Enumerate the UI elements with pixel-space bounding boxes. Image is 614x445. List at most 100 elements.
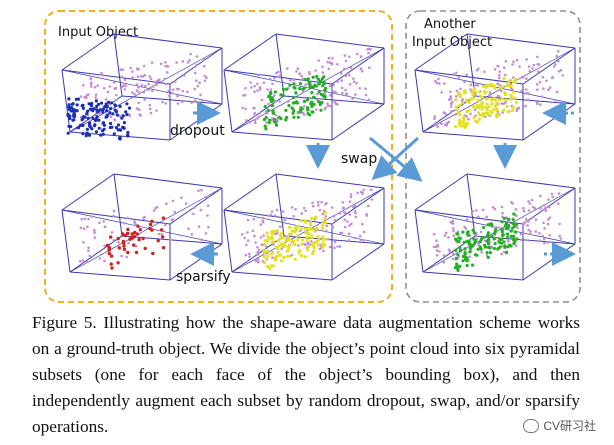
point [107,251,112,256]
point [135,89,139,92]
point [103,244,106,248]
point [349,66,353,70]
point [112,132,116,136]
point [126,130,130,135]
point [308,223,313,227]
point [501,111,505,114]
point [319,108,323,112]
point [467,100,471,104]
point [501,211,504,215]
point [344,59,348,63]
point [458,95,462,99]
point [474,235,478,238]
point [86,225,89,228]
point [131,76,134,79]
point [548,234,551,237]
box-edge [414,209,576,245]
point [528,69,531,73]
point [492,237,496,241]
point [466,231,470,235]
point [132,235,136,239]
point [95,108,99,112]
point [442,261,446,264]
point [453,266,457,270]
point [367,56,371,60]
point [443,82,446,85]
point [465,115,469,118]
point [521,76,525,79]
point [164,61,167,64]
wechat-icon [523,418,540,433]
point [514,222,519,226]
point [522,209,526,213]
point [161,216,166,220]
point [142,217,145,220]
point [471,93,475,97]
point [278,253,282,257]
point [99,133,103,137]
point [434,245,438,248]
point [343,225,347,229]
point [69,125,73,129]
point [316,92,319,96]
point [355,52,359,56]
point [268,266,272,271]
box-edge [414,69,524,85]
point [137,108,140,111]
point [502,250,506,254]
box-edge [223,69,233,133]
point [125,231,130,236]
point [533,206,537,210]
point [276,250,280,254]
point [460,120,464,124]
point [509,229,513,233]
box-edge [522,243,576,281]
point [262,234,265,237]
point [367,204,370,208]
point [309,243,312,246]
point [542,87,545,90]
point [118,135,122,139]
point [105,109,109,113]
point [502,240,506,244]
point [105,105,109,109]
point [131,91,134,94]
point [457,112,462,117]
point [286,237,290,241]
point [323,91,327,95]
point [289,78,292,82]
point [190,101,193,104]
point [438,82,441,85]
point [120,116,124,120]
point [336,63,339,66]
bounding-box-another-swapped [414,173,576,281]
point [311,201,314,205]
point [356,191,359,195]
point [494,103,499,107]
point [496,94,500,98]
point [267,214,270,218]
point [127,106,132,110]
point [328,245,332,249]
point [475,209,478,212]
point [202,64,206,68]
point [465,263,469,268]
point [279,242,283,246]
point [317,204,320,207]
point [461,230,465,234]
point [554,99,558,102]
point [287,246,291,250]
point [506,238,510,241]
point [292,95,296,100]
point [241,106,244,110]
point [321,71,325,74]
point [484,218,487,221]
point [193,87,196,91]
point [323,88,327,92]
point [112,209,116,213]
point [137,237,141,242]
point [246,239,250,242]
point [543,207,547,211]
point [126,216,129,220]
point [344,74,348,78]
